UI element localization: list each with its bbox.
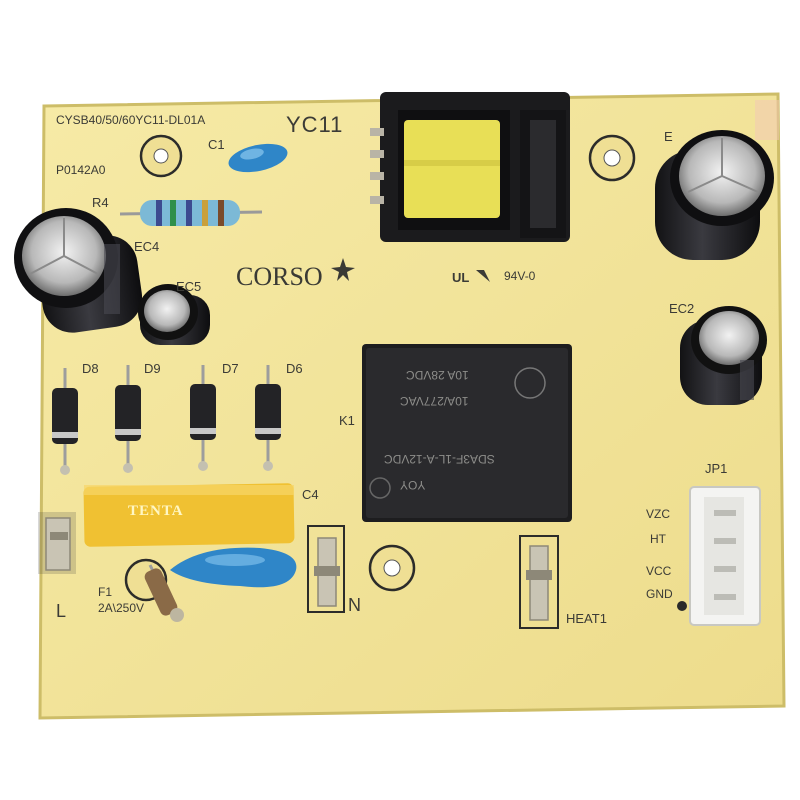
label-ec2: EC2 <box>669 301 695 316</box>
label-k1: K1 <box>339 413 355 428</box>
transformer <box>370 92 570 242</box>
fuse-f1 <box>144 564 184 622</box>
terminal-l <box>38 512 76 574</box>
capacitor-brand: TENTA <box>128 503 184 519</box>
relay-text-1: 10A 28VDC <box>406 368 469 382</box>
label-terminal-l: L <box>56 601 67 621</box>
label-ec4: EC4 <box>134 239 160 254</box>
board-revision: P0142A0 <box>56 163 106 177</box>
label-heat1: HEAT1 <box>566 611 607 626</box>
label-d8: D8 <box>82 361 99 376</box>
label-f1: F1 <box>98 585 113 599</box>
connector-jp1 <box>677 486 761 626</box>
label-pin-vzc: VZC <box>646 507 670 521</box>
diode-d7 <box>190 365 216 471</box>
terminal-n <box>307 525 345 613</box>
electrolytic-capacitor-ec2 <box>680 306 767 405</box>
label-d6: D6 <box>286 361 303 376</box>
safety-capacitor-blue <box>170 547 297 588</box>
label-e-partial: E <box>664 129 673 144</box>
electrolytic-capacitor-top-right <box>655 100 779 260</box>
ul-rating: 94V-0 <box>504 269 536 283</box>
board-brand: CORSO <box>236 262 323 291</box>
ceramic-capacitor-c1 <box>228 143 288 173</box>
label-ec5: EC5 <box>176 279 202 294</box>
mounting-hole <box>368 544 416 592</box>
electrolytic-capacitor-ec4 <box>14 208 143 333</box>
electrolytic-capacitor-ec5 <box>138 284 210 345</box>
diode-d8 <box>52 368 78 475</box>
relay-text-3: SDA3F-1L-A-12VDC <box>384 452 495 466</box>
relay-text-4: YOY <box>400 478 426 492</box>
diode-d6 <box>255 365 281 471</box>
label-terminal-n: N <box>348 595 361 615</box>
board-part-number: CYSB40/50/60YC11-DL01A <box>56 113 206 127</box>
label-jp1: JP1 <box>705 461 728 476</box>
label-d9: D9 <box>144 361 161 376</box>
label-pin-vcc: VCC <box>646 564 672 578</box>
label-d7: D7 <box>222 361 239 376</box>
mounting-hole <box>588 134 636 182</box>
relay-k1 <box>362 344 572 522</box>
diode-d9 <box>115 365 141 473</box>
label-fuse-rating: 2A\250V <box>98 601 145 615</box>
label-c4: C4 <box>302 487 319 502</box>
relay-text-2: 10A/277VAC <box>400 394 469 408</box>
svg-text:UL: UL <box>452 270 469 285</box>
resistor-r4 <box>119 200 263 226</box>
label-r4: R4 <box>92 195 109 210</box>
label-pin-ht: HT <box>650 532 666 546</box>
mounting-hole <box>139 134 183 178</box>
x2-capacitor-c4 <box>83 483 295 547</box>
terminal-heat1 <box>519 535 559 629</box>
label-c1: C1 <box>208 137 225 152</box>
ul-mark-icon: UL <box>452 270 490 285</box>
brand-star-icon <box>331 258 355 281</box>
label-pin-gnd: GND <box>646 587 673 601</box>
board-model: YC11 <box>286 112 344 137</box>
